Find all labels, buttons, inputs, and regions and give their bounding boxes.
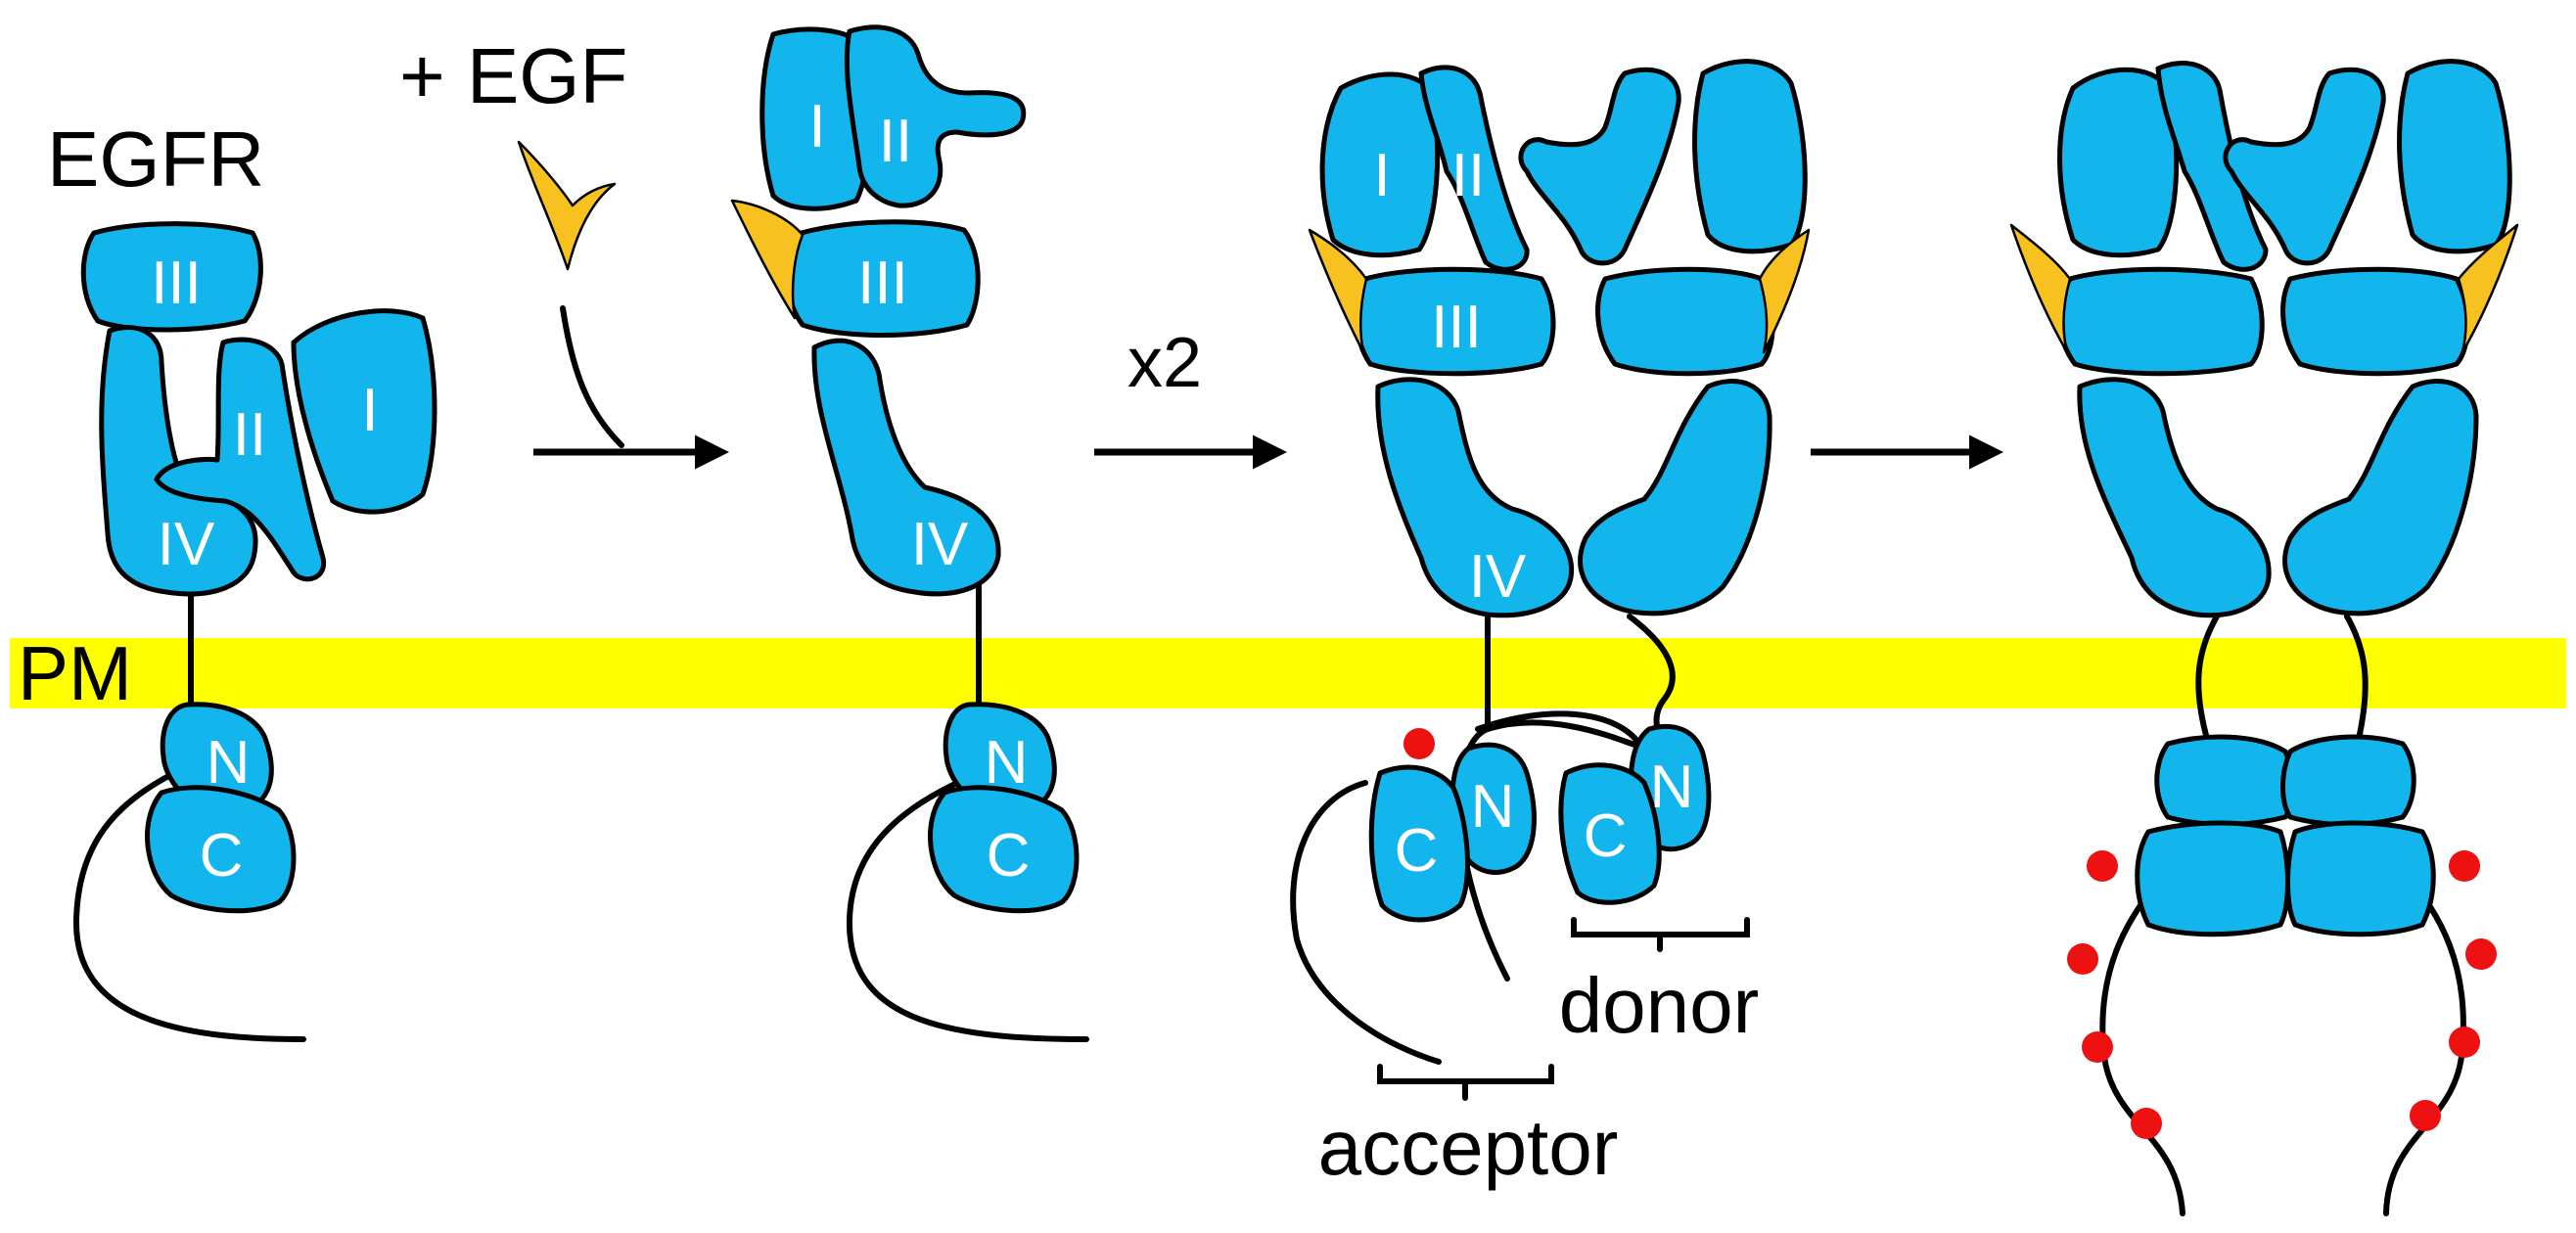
phospho-site [2082,1031,2113,1063]
domain-IV-label: IV [911,511,969,578]
acceptor-kinase-C-label: C [1395,817,1439,885]
c-terminal-tail [846,770,1089,1042]
donor-kinase-N-label: N [1650,754,1694,821]
phospho-site [2131,1108,2162,1139]
acceptor-kinase-C-lobe [1368,764,1470,923]
acceptor-bracket [1377,1064,1554,1101]
left-domain-I [2057,67,2180,258]
domain-IV-label: IV [158,511,215,578]
domain-II-label: II [233,401,266,469]
donor-domain-I [1692,59,1808,254]
acceptor-domain-I [1319,71,1441,258]
asymmetric-dimer: I II III IV N C N C donor acceptor [1290,59,1811,1191]
left-domain-IV [2077,377,2272,618]
acceptor-domain-III-label: III [1431,294,1482,361]
right-bound-egf [2457,223,2519,354]
domain-I-label: I [361,377,378,444]
kinase-C-label: C [987,822,1031,890]
donor-bracket [1571,917,1750,952]
domain-III-label: III [151,250,202,317]
phospho-site [2067,943,2098,975]
phospho-site [2449,1027,2480,1058]
donor-bound-egf [1758,228,1811,354]
domain-II-label: II [879,108,912,175]
inactive-monomer: III II I IV N C [72,221,437,1042]
kinase-C-lobe [145,785,297,914]
bound-egf [730,199,805,320]
plus-egf-label: + EGF [399,32,627,119]
right-kinase-C-lobe [2285,820,2436,937]
left-domain-II [2155,61,2269,272]
plasma-membrane [10,638,2566,708]
donor-kinase-C-lobe [1558,762,1662,905]
egfr-title: EGFR [47,115,264,203]
phospho-site [2087,850,2118,882]
acceptor-kinase-N-label: N [1471,773,1515,841]
donor-domain-IV [1578,379,1772,616]
left-kinase-C-lobe [2135,820,2290,937]
egf-ligand [517,140,617,271]
left-domain-III [2056,266,2265,377]
left-transmembrane-segment [2195,614,2220,742]
domain-IV [99,325,258,597]
acceptor-domain-II [1418,65,1530,272]
donor-domain-II [1518,67,1681,266]
phospho-site [2410,1100,2441,1131]
acceptor-domain-IV [1375,377,1575,618]
kinase-N-label: N [207,729,251,797]
egf-approach-curve [560,305,624,448]
domain-I-label: I [808,93,825,160]
kinase-N-label: N [985,729,1029,797]
left-bound-egf [2009,223,2072,354]
c-terminal-tail [72,770,306,1042]
phosphorylated-dimer [2009,59,2519,1216]
donor-kinase-C-label: C [1584,802,1628,870]
kinase-C-lobe [928,785,1080,914]
right-domain-III [2280,266,2470,377]
right-kinase-N-lobe [2280,734,2416,827]
donor-label: donor [1559,962,1760,1049]
acceptor-c-terminal-tail [1290,780,1442,1065]
domain-II [844,24,1027,208]
donor-domain-III [1595,266,1775,377]
acceptor-domain-IV-label: IV [1469,543,1527,611]
membrane-label: PM [18,630,132,716]
phospho-site [1403,728,1435,759]
phospho-site [2449,850,2480,882]
egf-bound-monomer: I II III IV N C [730,24,1089,1042]
times-two-label: x2 [1127,324,1202,402]
domain-II [154,337,327,582]
acceptor-bound-egf [1308,228,1368,354]
acceptor-domain-I-label: I [1373,142,1390,209]
right-domain-IV [2282,378,2479,616]
acceptor-label: acceptor [1318,1104,1619,1191]
domain-I [291,308,437,515]
right-domain-I [2397,59,2512,254]
domain-IV [811,338,1001,597]
domain-III [80,221,263,333]
domain-III-label: III [857,250,908,317]
right-transmembrane-segment [2344,614,2369,742]
phospho-site [2465,938,2497,970]
right-domain-II [2223,67,2386,266]
kinase-C-label: C [200,822,244,890]
left-kinase-N-lobe [2154,734,2295,827]
acceptor-domain-II-label: II [1451,142,1485,209]
